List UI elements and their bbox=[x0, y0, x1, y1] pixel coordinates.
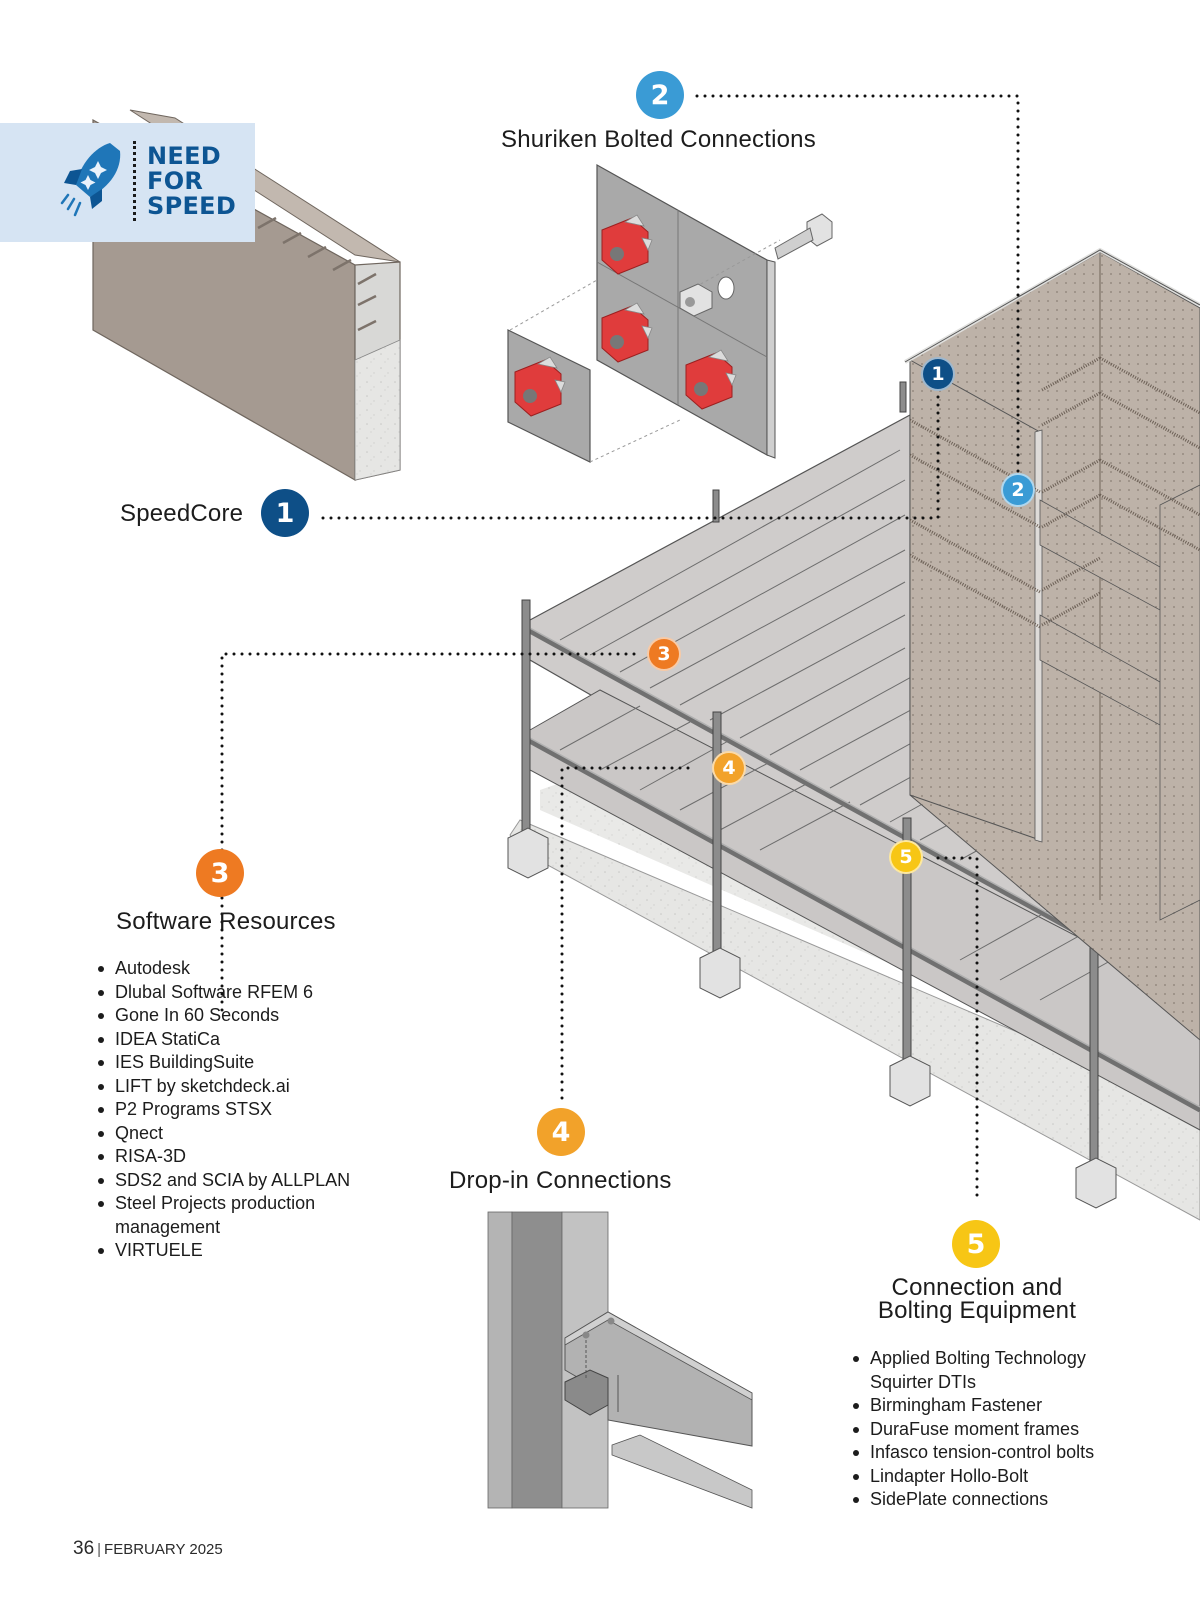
callout-4-marker: 4 bbox=[712, 751, 746, 785]
steel-columns bbox=[507, 381, 1117, 1209]
logo-line-speed: SPEED bbox=[147, 192, 237, 220]
callout-5-badge: 5 bbox=[952, 1220, 1000, 1268]
logo-separator bbox=[133, 141, 136, 221]
list-item: P2 Programs STSX bbox=[98, 1098, 368, 1122]
list-item: Dlubal Software RFEM 6 bbox=[98, 981, 368, 1005]
list-item: SDS2 and SCIA by ALLPLAN bbox=[98, 1169, 368, 1193]
list-item: Qnect bbox=[98, 1122, 368, 1146]
callout-5-title-line-1: Connection and bbox=[891, 1274, 1063, 1301]
page-number: 36 bbox=[73, 1538, 95, 1559]
callout-1-badge: 1 bbox=[261, 489, 309, 537]
list-item: Steel Projects production management bbox=[98, 1192, 368, 1239]
need-for-speed-logo: NEED FOR SPEED bbox=[0, 123, 255, 242]
callout-2-title: Shuriken Bolted Connections bbox=[501, 126, 816, 153]
callout-2-marker: 2 bbox=[1001, 473, 1035, 507]
callout-3-marker: 3 bbox=[647, 637, 681, 671]
callout-5-marker: 5 bbox=[889, 840, 923, 874]
page-footer: 36|FEBRUARY 2025 bbox=[73, 1538, 223, 1560]
list-item: VIRTUELE bbox=[98, 1239, 368, 1263]
list-item: Birmingham Fastener bbox=[853, 1394, 1113, 1418]
logo-line-for: FOR bbox=[147, 167, 204, 195]
list-item: IES BuildingSuite bbox=[98, 1051, 368, 1075]
list-item: Lindapter Hollo-Bolt bbox=[853, 1465, 1113, 1489]
list-item: LIFT by sketchdeck.ai bbox=[98, 1075, 368, 1099]
drop-in-connection-illustration bbox=[487, 1211, 753, 1509]
callout-3-title: Software Resources bbox=[116, 908, 336, 935]
list-item: RISA-3D bbox=[98, 1145, 368, 1169]
callout-4-badge: 4 bbox=[537, 1108, 585, 1156]
callout-1-marker: 1 bbox=[921, 357, 955, 391]
list-item: Infasco tension-control bolts bbox=[853, 1441, 1113, 1465]
callout-2-badge: 2 bbox=[636, 71, 684, 119]
callout-3-badge: 3 bbox=[196, 849, 244, 897]
bolting-equipment-list: Applied Bolting Technology Squirter DTIs… bbox=[853, 1347, 1113, 1512]
logo-line-need: NEED bbox=[147, 142, 221, 170]
shuriken-connection-illustration bbox=[507, 163, 833, 463]
list-item: Applied Bolting Technology Squirter DTIs bbox=[853, 1347, 1113, 1394]
callout-5-title-line-2: Bolting Equipment bbox=[877, 1297, 1077, 1324]
callout-4-title: Drop-in Connections bbox=[449, 1167, 672, 1194]
issue-date: FEBRUARY 2025 bbox=[104, 1541, 223, 1558]
list-item: SidePlate connections bbox=[853, 1488, 1113, 1512]
list-item: DuraFuse moment frames bbox=[853, 1418, 1113, 1442]
list-item: Gone In 60 Seconds bbox=[98, 1004, 368, 1028]
software-resources-list: Autodesk Dlubal Software RFEM 6 Gone In … bbox=[98, 957, 368, 1263]
speedcore-core-walls bbox=[904, 247, 1200, 1041]
rocket-icon bbox=[60, 143, 121, 217]
list-item: Autodesk bbox=[98, 957, 368, 981]
logo-text: NEED FOR SPEED bbox=[147, 144, 236, 219]
callout-5-title: Connection and Bolting Equipment bbox=[852, 1274, 1102, 1324]
footer-separator: | bbox=[97, 1541, 102, 1558]
building-illustration bbox=[507, 247, 1200, 1221]
callout-1-title: SpeedCore bbox=[120, 500, 244, 527]
list-item: IDEA StatiCa bbox=[98, 1028, 368, 1052]
